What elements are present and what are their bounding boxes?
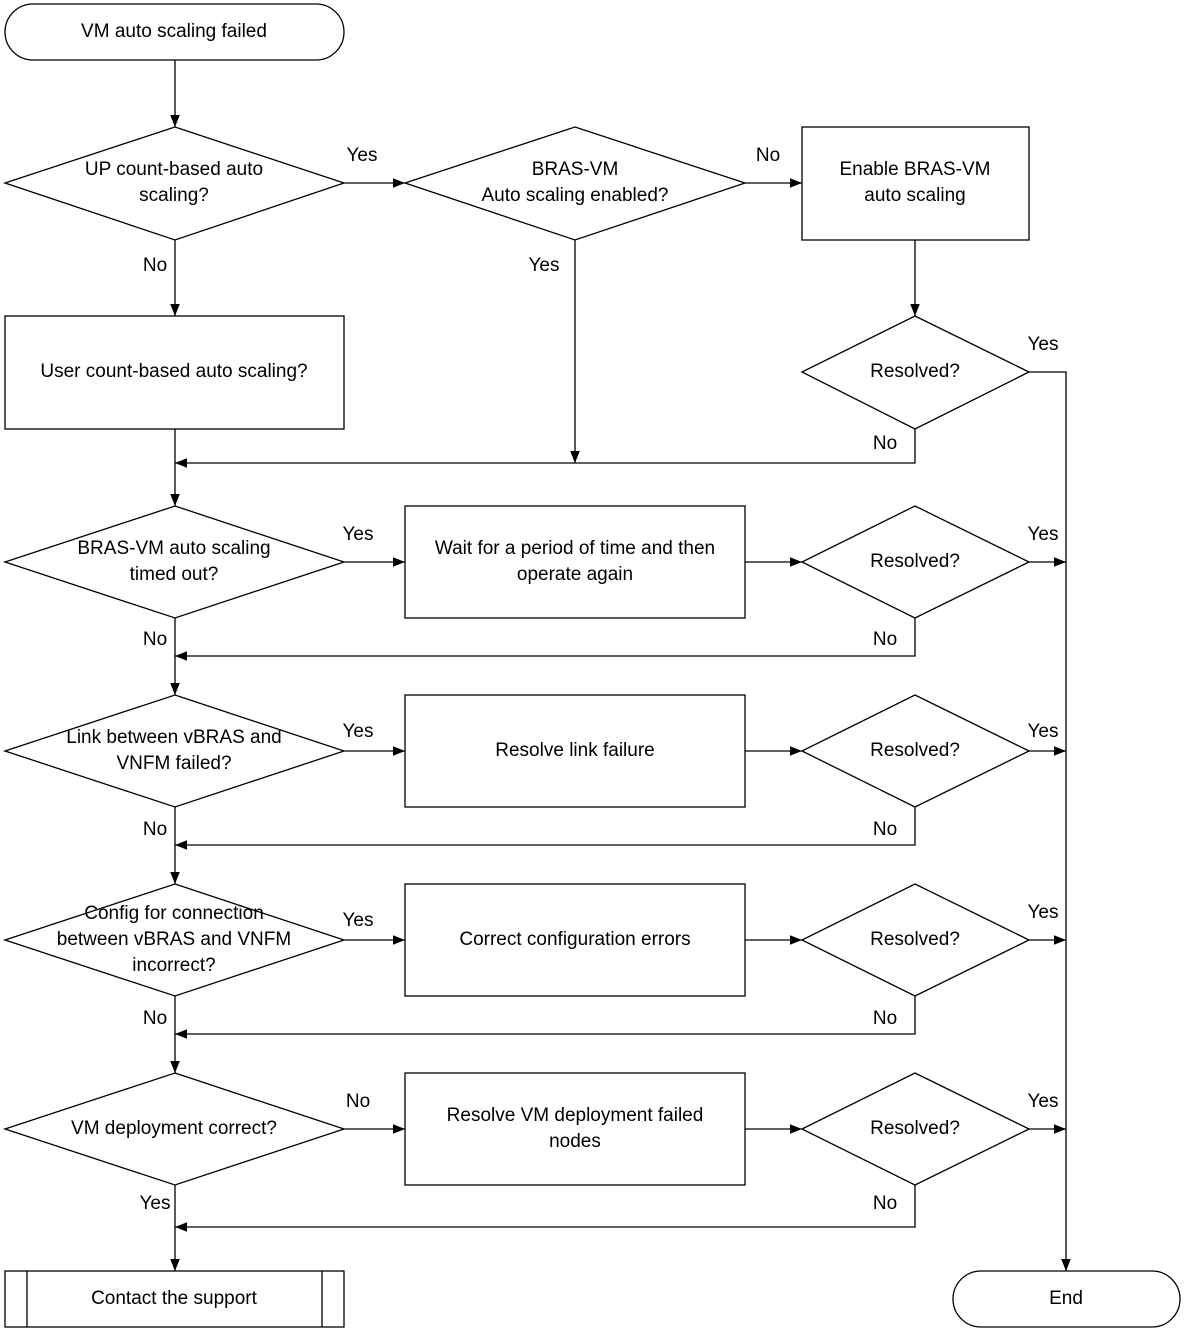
label-no-bras-enabled: No	[756, 145, 780, 166]
label-no-resolved-1: No	[873, 433, 897, 454]
decision-timed-out	[2, 505, 347, 619]
label-yes-resolved-4: Yes	[1028, 902, 1059, 923]
decision-link-failed-line-1: Link between vBRAS and	[66, 727, 281, 748]
edge-resolved-3-no	[175, 807, 916, 850]
label-yes-vm-deploy: Yes	[140, 1193, 171, 1214]
edge-resolved-2-no	[175, 618, 916, 661]
label-yes-resolved-1: Yes	[1028, 334, 1059, 355]
nodes: VM auto scaling failed UP count-based au…	[2, 3, 1181, 1328]
decision-resolved-5-label: Resolved?	[870, 1118, 960, 1139]
decision-resolved-4	[800, 883, 1031, 997]
label-yes-bras-enabled: Yes	[529, 255, 560, 276]
edge-resolved-4-no	[175, 996, 916, 1039]
decision-resolved-4-label: Resolved?	[870, 929, 960, 950]
label-yes-config: Yes	[343, 910, 374, 931]
decision-timed-out-line-1: BRAS-VM auto scaling	[77, 538, 270, 559]
start-terminator	[4, 3, 345, 61]
contact-support-box	[4, 1270, 345, 1328]
label-no-link: No	[143, 819, 167, 840]
decision-config	[2, 883, 347, 997]
decision-timed-out-line-2: timed out?	[130, 564, 219, 585]
decision-resolved-2-label: Resolved?	[870, 551, 960, 572]
label-yes-resolved-3: Yes	[1028, 721, 1059, 742]
process-correct-config	[404, 883, 746, 997]
decision-config-line-2: between vBRAS and VNFM	[57, 929, 291, 950]
decision-resolved-1-label: Resolved?	[870, 361, 960, 382]
end-terminator	[952, 1270, 1181, 1328]
decision-config-line-3: incorrect?	[132, 955, 215, 976]
decision-bras-enabled-line-2: Auto scaling enabled?	[482, 185, 669, 206]
label-no-resolved-4: No	[873, 1008, 897, 1029]
decision-bras-enabled	[402, 126, 748, 241]
label-yes-link: Yes	[343, 721, 374, 742]
decision-resolved-3	[800, 694, 1031, 808]
label-yes-resolved-5: Yes	[1028, 1091, 1059, 1112]
contact-support-label: Contact the support	[91, 1288, 258, 1309]
decision-bras-enabled-line-1: BRAS-VM	[532, 159, 619, 180]
label-no-resolved-5: No	[873, 1193, 897, 1214]
label-yes-resolved-2: Yes	[1028, 524, 1059, 545]
process-resolve-link-label: Resolve link failure	[495, 740, 654, 761]
label-no-resolved-2: No	[873, 629, 897, 650]
decision-link-failed	[2, 694, 347, 808]
label-no-config: No	[143, 1008, 167, 1029]
process-resolve-vm-line-1: Resolve VM deployment failed	[447, 1105, 704, 1126]
label-yes-timed-out: Yes	[343, 524, 374, 545]
process-resolve-vm	[404, 1072, 746, 1186]
process-correct-config-label: Correct configuration errors	[459, 929, 690, 950]
process-wait	[404, 505, 746, 619]
decision-up-count-line-2: scaling?	[139, 185, 209, 206]
decision-config-line-1: Config for connection	[84, 903, 264, 924]
decision-up-count-line-1: UP count-based auto	[85, 159, 263, 180]
edge-resolved-5-no	[175, 1185, 916, 1232]
decision-vm-deploy	[2, 1072, 347, 1186]
process-resolve-vm-line-2: nodes	[549, 1131, 601, 1152]
label-no-up-count: No	[143, 255, 167, 276]
decision-resolved-2	[800, 505, 1031, 619]
label-no-resolved-3: No	[873, 819, 897, 840]
process-user-count-label: User count-based auto scaling?	[40, 361, 307, 382]
decision-vm-deploy-label: VM deployment correct?	[71, 1118, 277, 1139]
process-resolve-link	[404, 694, 746, 808]
end-label: End	[1049, 1288, 1083, 1309]
decision-link-failed-line-2: VNFM failed?	[116, 753, 231, 774]
label-yes-up-count: Yes	[347, 145, 378, 166]
decision-resolved-3-label: Resolved?	[870, 740, 960, 761]
decision-resolved-1	[800, 315, 1031, 430]
process-wait-line-1: Wait for a period of time and then	[435, 538, 715, 559]
label-no-vm-deploy: No	[346, 1091, 370, 1112]
edge-labels: Yes No No Yes Yes No Yes Yes No No Yes Y…	[140, 145, 1059, 1214]
edge-resolved-1-no	[175, 429, 916, 468]
decision-up-count	[2, 126, 347, 241]
edge-resolved-1-yes-to-end	[1029, 371, 1071, 1271]
process-enable-scaling-line-2: auto scaling	[864, 185, 965, 206]
process-user-count	[4, 315, 345, 430]
decision-resolved-5	[800, 1072, 1031, 1186]
process-enable-scaling	[801, 126, 1030, 241]
label-no-timed-out: No	[143, 629, 167, 650]
start-label: VM auto scaling failed	[81, 21, 267, 42]
process-enable-scaling-line-1: Enable BRAS-VM	[839, 159, 990, 180]
process-wait-line-2: operate again	[517, 564, 633, 585]
connectors	[170, 60, 1071, 1271]
